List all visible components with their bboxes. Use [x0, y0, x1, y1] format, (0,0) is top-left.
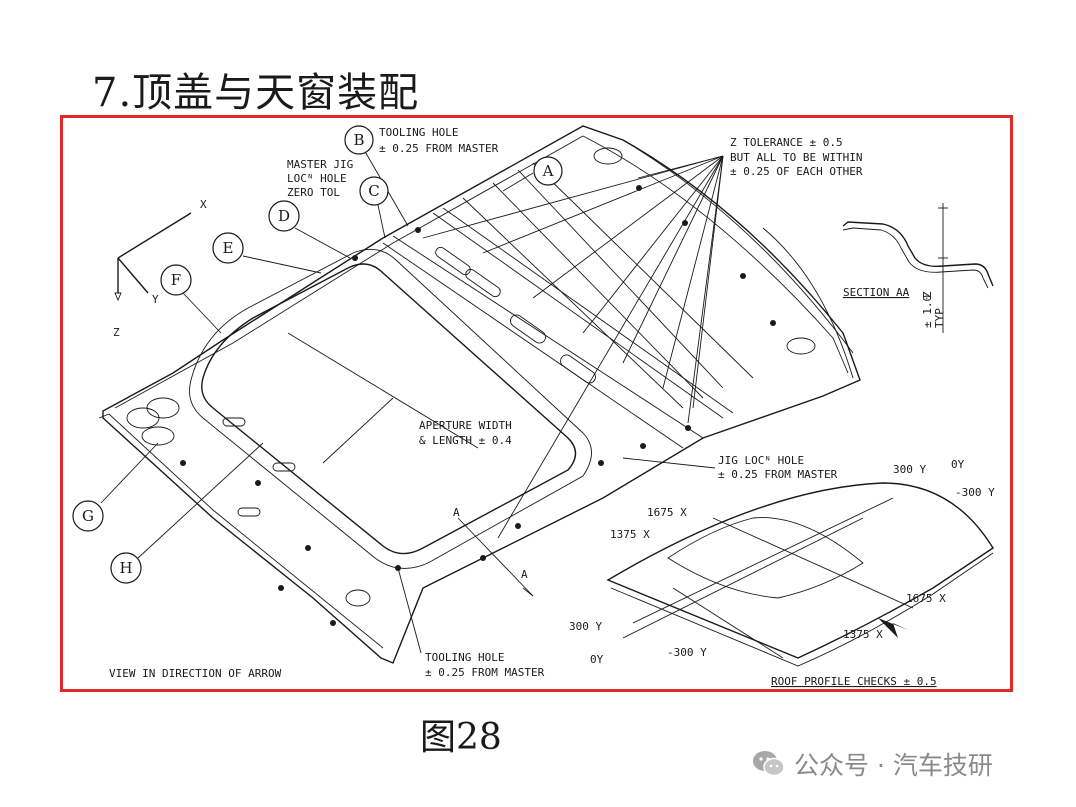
callout-c-letter: C — [368, 182, 379, 200]
roof-profile-label: ROOF PROFILE CHECKS ± 0.5 — [771, 675, 937, 688]
annotation-z-tolerance: Z TOLERANCE ± 0.5 BUT ALL TO BE WITHIN ±… — [422, 136, 863, 539]
svg-text:A: A — [521, 568, 528, 581]
svg-text:ZERO TOL: ZERO TOL — [287, 186, 340, 199]
page-title: 7.顶盖与天窗装配 — [92, 70, 420, 116]
annotation-jig-loc-hole: JIG LOCᴺ HOLE ± 0.25 FROM MASTER — [622, 454, 838, 481]
callout-f-letter: F — [171, 271, 181, 289]
axis-z-label: Z — [113, 326, 120, 339]
svg-text:± 0.25 OF EACH OTHER: ± 0.25 OF EACH OTHER — [730, 165, 863, 178]
callout-f: F — [160, 264, 222, 334]
svg-text:MASTER JIG: MASTER JIG — [287, 158, 353, 171]
callout-b-letter: B — [353, 131, 364, 149]
callout-h: H — [110, 442, 264, 584]
callout-d: D — [268, 200, 351, 259]
svg-text:± 0.25 FROM MASTER: ± 0.25 FROM MASTER — [718, 468, 838, 481]
callout-c: C — [359, 176, 389, 239]
svg-text:APERTURE WIDTH: APERTURE WIDTH — [419, 419, 512, 432]
svg-text:-300 Y: -300 Y — [667, 646, 707, 659]
svg-text:1375 X: 1375 X — [843, 628, 883, 641]
svg-text:A: A — [453, 506, 460, 519]
wechat-icon — [753, 751, 785, 777]
svg-text:TOOLING HOLE: TOOLING HOLE — [379, 126, 458, 139]
figure-caption: 图28 — [420, 717, 502, 758]
svg-text:300 Y: 300 Y — [893, 463, 926, 476]
svg-text:1375 X: 1375 X — [610, 528, 650, 541]
roof-profile-inset: 300 Y 0Y -300 Y 1675 X 1375 X 300 Y 0Y -… — [569, 458, 995, 688]
watermark: 公众号 · 汽车技研 — [752, 746, 993, 782]
svg-text:TOOLING HOLE: TOOLING HOLE — [425, 651, 504, 664]
callout-e-letter: E — [223, 239, 234, 257]
callout-h-letter: H — [119, 559, 132, 577]
roof-panel — [98, 125, 861, 664]
svg-text:1675 X: 1675 X — [647, 506, 687, 519]
svg-text:Z TOLERANCE ± 0.5: Z TOLERANCE ± 0.5 — [730, 136, 843, 149]
svg-text:JIG LOCᴺ HOLE: JIG LOCᴺ HOLE — [718, 454, 804, 467]
callout-a-letter: A — [542, 162, 554, 180]
callout-g: G — [72, 442, 159, 532]
roof-sunroof-drawing: X Y Z A B C D E F G H — [72, 125, 995, 688]
annotation-tooling-hole-bottom: TOOLING HOLE ± 0.25 FROM MASTER — [397, 567, 545, 679]
view-direction-label: VIEW IN DIRECTION OF ARROW — [109, 667, 282, 680]
svg-text:LOCᴺ HOLE: LOCᴺ HOLE — [287, 172, 347, 185]
svg-text:0Y: 0Y — [590, 653, 604, 666]
svg-text:± 0.25 FROM MASTER: ± 0.25 FROM MASTER — [425, 666, 545, 679]
svg-text:± 0.25 FROM MASTER: ± 0.25 FROM MASTER — [379, 142, 499, 155]
svg-text:-300 Y: -300 Y — [955, 486, 995, 499]
svg-text:TYP: TYP — [933, 308, 946, 328]
svg-text:Z: Z — [921, 291, 934, 298]
svg-text:0Y: 0Y — [951, 458, 965, 471]
figure-frame: X Y Z A B C D E F G H — [60, 115, 1013, 692]
svg-text:BUT ALL TO BE WITHIN: BUT ALL TO BE WITHIN — [730, 151, 862, 164]
watermark-text: 公众号 · 汽车技研 — [794, 751, 993, 780]
annotation-master-jig: MASTER JIG LOCᴺ HOLE ZERO TOL — [287, 158, 353, 199]
svg-text:1675 X: 1675 X — [906, 592, 946, 605]
axis-x-label: X — [200, 198, 207, 211]
section-aa-label: SECTION AA — [843, 286, 910, 299]
callout-d-letter: D — [278, 207, 290, 225]
axis-indicator: X Y Z — [113, 198, 207, 339]
callout-e: E — [212, 232, 322, 274]
section-aa-detail: SECTION AA ± 1.0 TYP Z — [842, 203, 994, 333]
callout-b: B — [344, 125, 409, 227]
svg-text:± 1.0: ± 1.0 — [921, 295, 934, 328]
annotation-aperture: APERTURE WIDTH & LENGTH ± 0.4 — [287, 332, 512, 464]
svg-text:300 Y: 300 Y — [569, 620, 602, 633]
axis-y-label: Y — [152, 293, 159, 306]
annotation-tooling-hole-top: TOOLING HOLE ± 0.25 FROM MASTER — [379, 126, 499, 155]
callout-g-letter: G — [82, 507, 94, 525]
callout-a: A — [502, 156, 563, 192]
section-marker-a: A A — [453, 506, 534, 597]
